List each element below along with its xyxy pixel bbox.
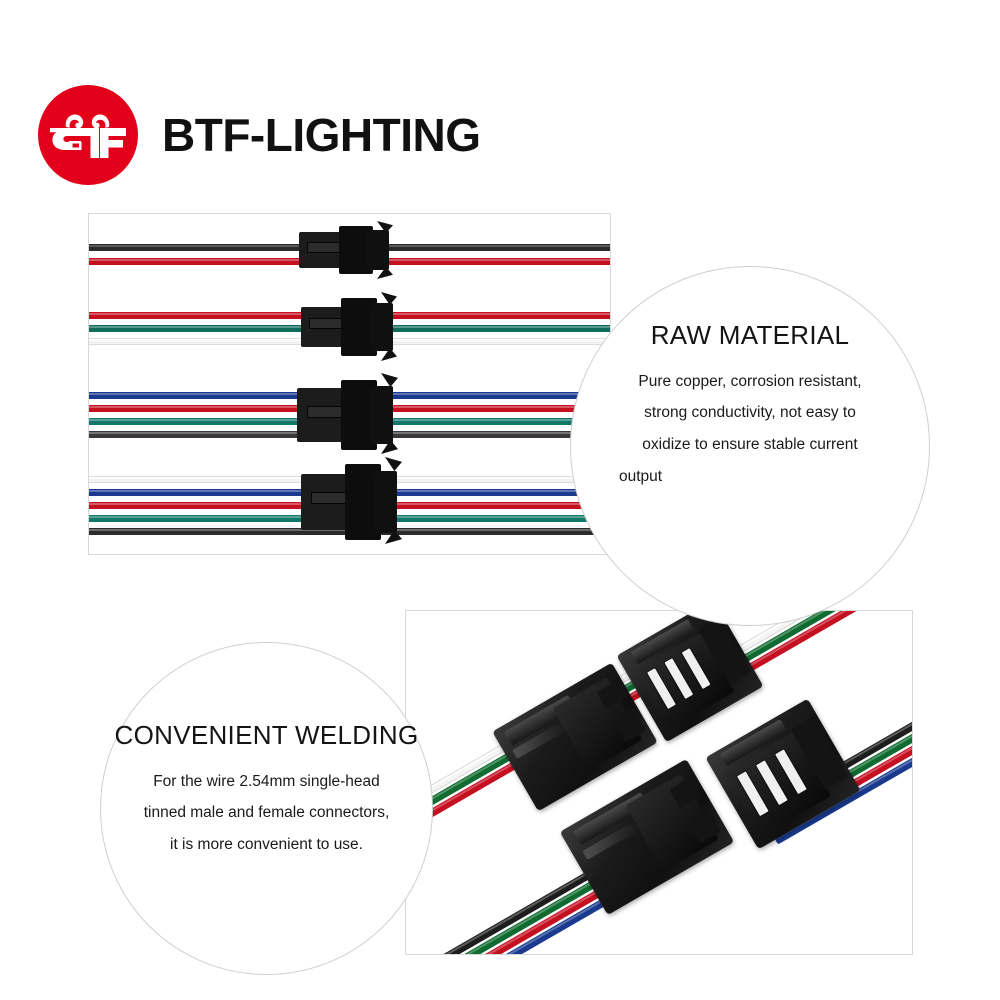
callout-title: RAW MATERIAL: [650, 320, 850, 350]
btf-monogram-logo-icon: [36, 83, 140, 187]
callout-raw-material: RAW MATERIAL Pure copper, corrosion resi…: [570, 266, 930, 626]
connector-pairs-photo: [88, 213, 611, 555]
brand-header: BTF-LIGHTING: [36, 80, 506, 190]
connector-5pin: [301, 457, 411, 544]
callout-title: CONVENIENT WELDING: [114, 720, 419, 750]
callout-convenient-welding: CONVENIENT WELDING For the wire 2.54mm s…: [100, 642, 433, 975]
callout-body: Pure copper, corrosion resistant, strong…: [583, 366, 917, 493]
female-connector: [705, 698, 861, 850]
callout-line: output: [619, 467, 663, 485]
callout-line: tinned male and female connectors,: [143, 804, 390, 822]
callout-line: oxidize to ensure stable current: [642, 436, 858, 454]
callout-line: Pure copper, corrosion resistant,: [638, 372, 862, 390]
callout-body: For the wire 2.54mm single-head tinned m…: [113, 766, 420, 861]
male-female-connectors-photo: [405, 610, 913, 955]
connector-3pin: [301, 292, 405, 361]
callout-line: it is more convenient to use.: [170, 836, 363, 854]
connector-4pin: [297, 373, 407, 454]
callout-line: For the wire 2.54mm single-head: [153, 772, 380, 790]
callout-line: strong conductivity, not easy to: [644, 404, 856, 422]
connector-2pin: [299, 221, 399, 279]
brand-name: BTF-LIGHTING: [162, 109, 481, 161]
